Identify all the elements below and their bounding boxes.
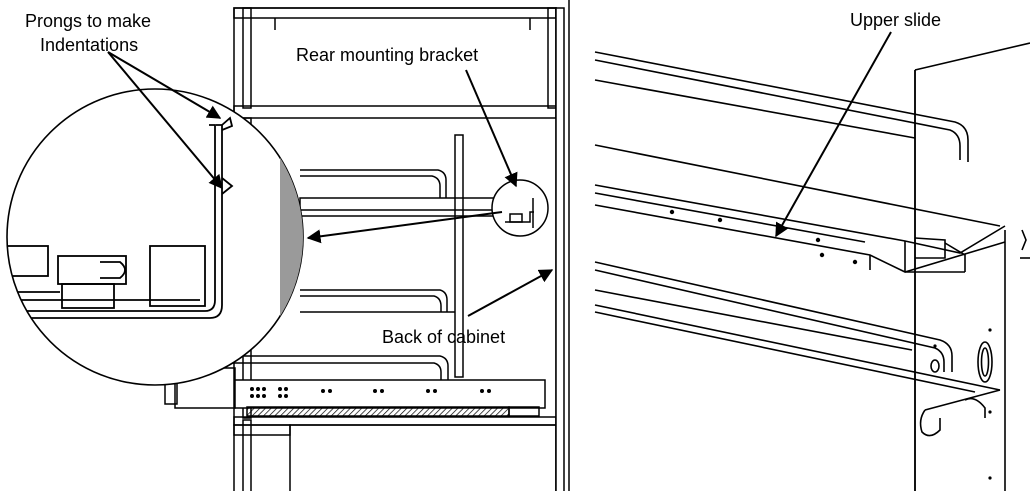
- arrow-to-upper-slide: [775, 31, 892, 238]
- arrow-to-top-prong: [107, 51, 222, 119]
- shading-area: [280, 89, 303, 385]
- arrow-to-back-of-cabinet: [467, 269, 554, 317]
- middle-shelf: [233, 105, 557, 119]
- label-back-of-cabinet: Back of cabinet: [382, 327, 505, 347]
- label-upper-slide: Upper slide: [850, 10, 941, 30]
- arrow-to-mid-prong: [107, 51, 223, 190]
- label-prongs-line2: Indentations: [40, 35, 138, 55]
- magnified-detail: [6, 88, 304, 386]
- label-rear-bracket: Rear mounting bracket: [296, 45, 478, 65]
- slide-holes: [250, 387, 491, 398]
- bracket-detail-circle: [491, 179, 549, 237]
- label-prongs-line1: Prongs to make: [25, 11, 151, 31]
- left-panel-cabinet: [164, 7, 565, 491]
- back-of-cabinet-panel: [454, 134, 464, 378]
- arrow-to-bracket: [465, 69, 518, 188]
- arrow-to-magnifier: [306, 211, 503, 244]
- slide-dots: [669, 209, 992, 480]
- right-panel-slide: [594, 42, 1030, 491]
- left-arrows: [107, 51, 554, 317]
